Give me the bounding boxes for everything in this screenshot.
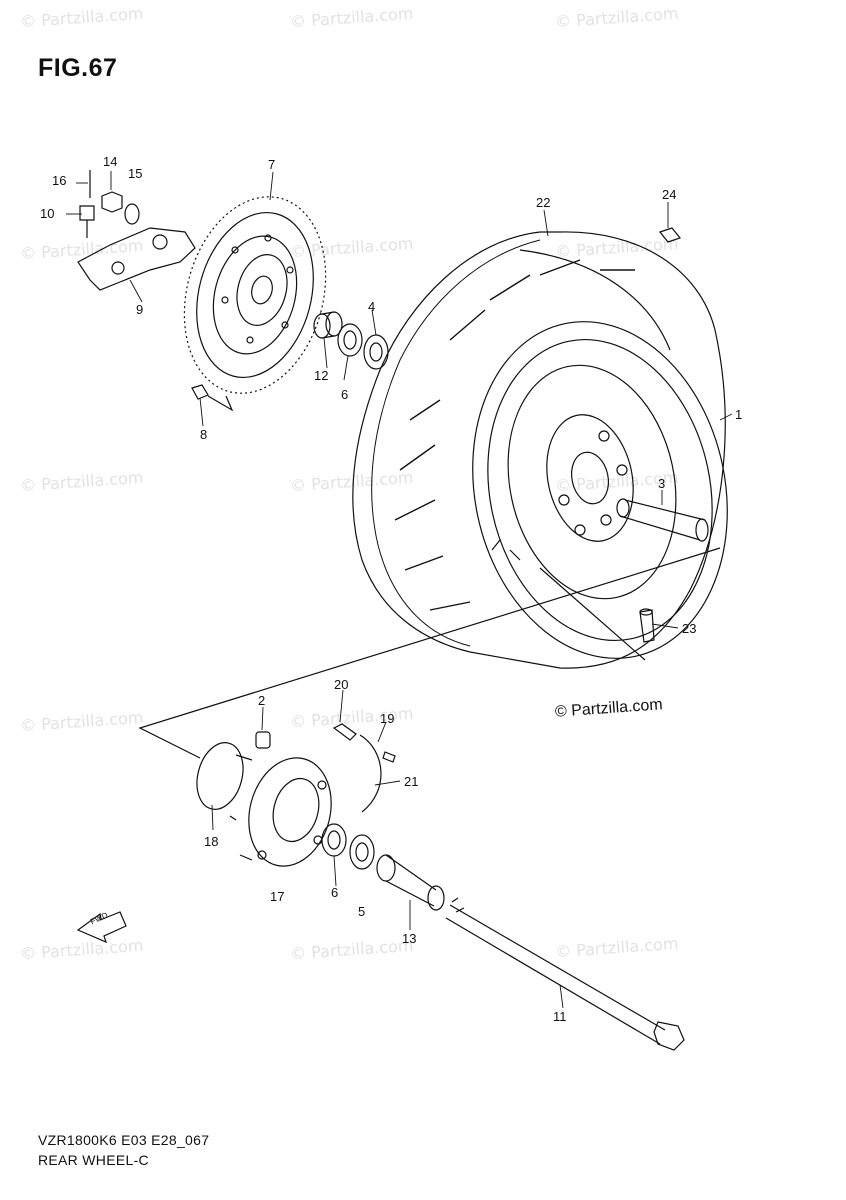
leader-line <box>140 548 720 758</box>
callout-7: 7 <box>268 157 276 172</box>
forward-arrow-icon <box>78 912 126 942</box>
brake-disc-7 <box>163 181 346 409</box>
hub-17 <box>190 737 343 875</box>
callout-20: 20 <box>334 677 349 692</box>
callout-4: 4 <box>368 299 376 314</box>
callout-2: 2 <box>258 693 266 708</box>
nut-14 <box>102 192 122 212</box>
caliper-bracket-9 <box>78 228 195 290</box>
spacer-12 <box>314 312 342 338</box>
bearing-6 <box>338 324 362 356</box>
callout-3: 3 <box>658 476 666 491</box>
callout-15: 15 <box>128 166 143 181</box>
axle-sleeve-3 <box>617 499 708 541</box>
callout-12: 12 <box>314 368 329 383</box>
callout-21: 21 <box>404 774 419 789</box>
callout-6-lower: 6 <box>331 885 339 900</box>
figure-code: VZR1800K6 E03 E28_067 <box>38 1132 210 1148</box>
callout-16: 16 <box>52 173 67 188</box>
figure-caption: REAR WHEEL-C <box>38 1152 149 1168</box>
figure-title: FIG.67 <box>38 54 118 82</box>
washer-15 <box>125 204 139 224</box>
tire-22 <box>353 232 725 668</box>
callout-5: 5 <box>358 904 366 919</box>
callout-8: 8 <box>200 427 208 442</box>
bolt-10 <box>80 206 94 238</box>
axle-11 <box>446 898 684 1050</box>
leader-line <box>540 568 645 660</box>
retainer-21 <box>360 735 381 812</box>
callout-14: 14 <box>103 154 118 169</box>
callout-11: 11 <box>553 1009 567 1024</box>
bearing-5 <box>350 835 374 869</box>
wheel-rim-1 <box>442 298 757 683</box>
callout-13: 13 <box>402 931 417 946</box>
callout-17: 17 <box>270 889 285 904</box>
plate-20 <box>334 724 356 740</box>
leader-lines <box>66 171 732 1008</box>
screw-19 <box>383 752 395 762</box>
callout-22: 22 <box>536 195 551 210</box>
callout-24: 24 <box>662 187 677 202</box>
bearing-4 <box>364 335 388 369</box>
bearing-6-lower <box>322 824 346 856</box>
callout-23: 23 <box>682 621 697 636</box>
collar-2 <box>256 732 270 748</box>
callout-6: 6 <box>341 387 349 402</box>
balance-weight-24 <box>660 228 680 242</box>
callout-9: 9 <box>136 302 144 317</box>
callout-1: 1 <box>735 407 743 422</box>
bolt-8 <box>192 385 232 410</box>
valve-23 <box>640 609 654 642</box>
callout-10: 10 <box>40 206 55 221</box>
callout-18: 18 <box>204 834 219 849</box>
callout-19: 19 <box>380 711 395 726</box>
spacer-13 <box>377 855 444 910</box>
